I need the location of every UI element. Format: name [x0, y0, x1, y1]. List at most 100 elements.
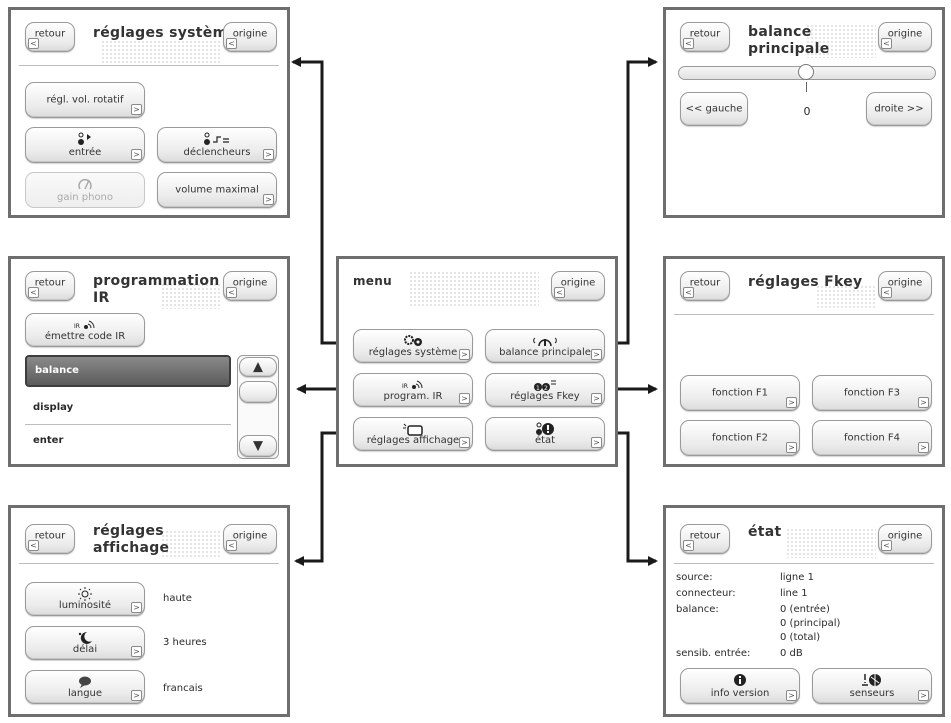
chevron-left-icon: <	[226, 540, 237, 551]
moon-icon	[26, 630, 144, 646]
sensors-label: senseurs	[849, 688, 895, 699]
state-panel: retour < état origine < source: ligne 1 …	[663, 505, 945, 717]
origin-button[interactable]: origine <	[223, 524, 277, 554]
chevron-right-icon: >	[131, 690, 142, 701]
scroll-up-button[interactable]: ▲	[239, 357, 277, 377]
chevron-right-icon: >	[918, 442, 929, 453]
svg-text:2: 2	[544, 385, 548, 392]
emit-ir-label: émettre code IR	[44, 331, 126, 342]
back-button[interactable]: retour <	[680, 524, 730, 554]
origin-button[interactable]: origine <	[223, 22, 277, 52]
max-volume-button[interactable]: volume maximal >	[157, 172, 277, 208]
chevron-right-icon: >	[263, 149, 274, 160]
chevron-left-icon: <	[881, 38, 892, 49]
gear-icon	[354, 333, 472, 349]
language-button[interactable]: langue >	[25, 670, 145, 704]
panel-header	[674, 516, 934, 564]
chevron-right-icon: >	[918, 690, 929, 701]
origin-button[interactable]: origine <	[878, 524, 932, 554]
triggers-button[interactable]: déclencheurs >	[157, 127, 277, 163]
balance-input-value: 0 (entrée)	[780, 604, 830, 615]
chevron-right-icon: >	[459, 393, 470, 404]
chevron-left-icon: <	[683, 287, 694, 298]
f1-label: fonction F1	[712, 387, 768, 399]
back-label: retour	[689, 28, 721, 40]
language-label: langue	[67, 688, 103, 699]
menu-state-button[interactable]: état >	[485, 417, 605, 451]
page-title-line1: balance	[748, 24, 812, 40]
chevron-right-icon: >	[131, 149, 142, 160]
page-title-line1: programmation	[93, 273, 220, 289]
language-value: francais	[163, 683, 203, 694]
header-texture	[816, 285, 876, 309]
page-title: état	[748, 524, 782, 540]
f2-label: fonction F2	[712, 432, 768, 444]
ir-programming-panel: retour < programmation IR origine < IR é…	[8, 256, 290, 467]
input-button[interactable]: entrée >	[25, 127, 145, 163]
sensitivity-value: 0 dB	[780, 648, 803, 659]
list-item[interactable]: display	[33, 402, 74, 413]
menu-ir-program-button[interactable]: IR program. IR >	[353, 373, 473, 407]
max-volume-label: volume maximal	[175, 184, 259, 196]
back-button[interactable]: retour <	[680, 271, 730, 301]
back-label: retour	[34, 28, 66, 40]
emit-ir-button[interactable]: IR émettre code IR	[25, 313, 145, 347]
page-title-line2: principale	[748, 41, 830, 57]
f1-button[interactable]: fonction F1 >	[680, 375, 800, 411]
page-title-line2: IR	[93, 290, 110, 306]
chevron-right-icon: >	[591, 393, 602, 404]
chevron-left-icon: <	[683, 540, 694, 551]
list-divider	[25, 424, 231, 425]
sensors-button[interactable]: senseurs >	[812, 668, 932, 704]
right-button[interactable]: droite >>	[866, 92, 932, 126]
page-title-line1: réglages	[93, 523, 164, 539]
left-button[interactable]: << gauche	[680, 92, 748, 126]
origin-button[interactable]: origine <	[223, 271, 277, 301]
chevron-right-icon: >	[591, 349, 602, 360]
back-button[interactable]: retour <	[680, 22, 730, 52]
brightness-value: haute	[163, 593, 192, 604]
brightness-button[interactable]: luminosité >	[25, 582, 145, 616]
f3-button[interactable]: fonction F3 >	[812, 375, 932, 411]
origin-button[interactable]: origine <	[551, 271, 605, 301]
menu-fkey-settings-label: réglages Fkey	[510, 391, 580, 402]
source-label: source:	[676, 572, 713, 583]
panel-header	[674, 267, 934, 315]
display-settings-panel: retour < réglages affichage origine < lu…	[8, 505, 290, 717]
origin-button[interactable]: origine <	[878, 271, 932, 301]
input-icon	[26, 131, 144, 147]
info-version-button[interactable]: info version >	[680, 668, 800, 704]
scroll-down-button[interactable]: ▼	[239, 435, 277, 457]
f4-button[interactable]: fonction F4 >	[812, 420, 932, 456]
menu-main-balance-button[interactable]: balance principale >	[485, 329, 605, 363]
list-item[interactable]: balance	[25, 355, 231, 387]
chevron-right-icon: >	[131, 602, 142, 613]
back-button[interactable]: retour <	[25, 524, 75, 554]
origin-label: origine	[232, 530, 268, 542]
list-item[interactable]: enter	[33, 435, 64, 446]
triggers-label: déclencheurs	[183, 147, 251, 158]
page-title: réglages Fkey	[748, 274, 863, 290]
triggers-icon	[158, 131, 276, 147]
back-label: retour	[689, 530, 721, 542]
origin-button[interactable]: origine <	[878, 22, 932, 52]
balance-slider-handle[interactable]	[798, 64, 814, 80]
origin-label: origine	[887, 28, 923, 40]
chevron-left-icon: <	[881, 540, 892, 551]
rotary-volume-button[interactable]: régl. vol. rotatif >	[25, 82, 145, 118]
back-button[interactable]: retour <	[25, 271, 75, 301]
chevron-right-icon: >	[786, 397, 797, 408]
chevron-right-icon: >	[459, 437, 470, 448]
menu-display-settings-button[interactable]: réglages affichage >	[353, 417, 473, 451]
header-texture	[161, 283, 221, 309]
menu-system-settings-button[interactable]: réglages système >	[353, 329, 473, 363]
back-button[interactable]: retour <	[25, 22, 75, 52]
origin-label: origine	[887, 277, 923, 289]
delay-button[interactable]: délai >	[25, 626, 145, 660]
scroll-thumb[interactable]	[239, 381, 277, 403]
origin-label: origine	[232, 28, 268, 40]
chevron-left-icon: <	[226, 287, 237, 298]
f2-button[interactable]: fonction F2 >	[680, 420, 800, 456]
